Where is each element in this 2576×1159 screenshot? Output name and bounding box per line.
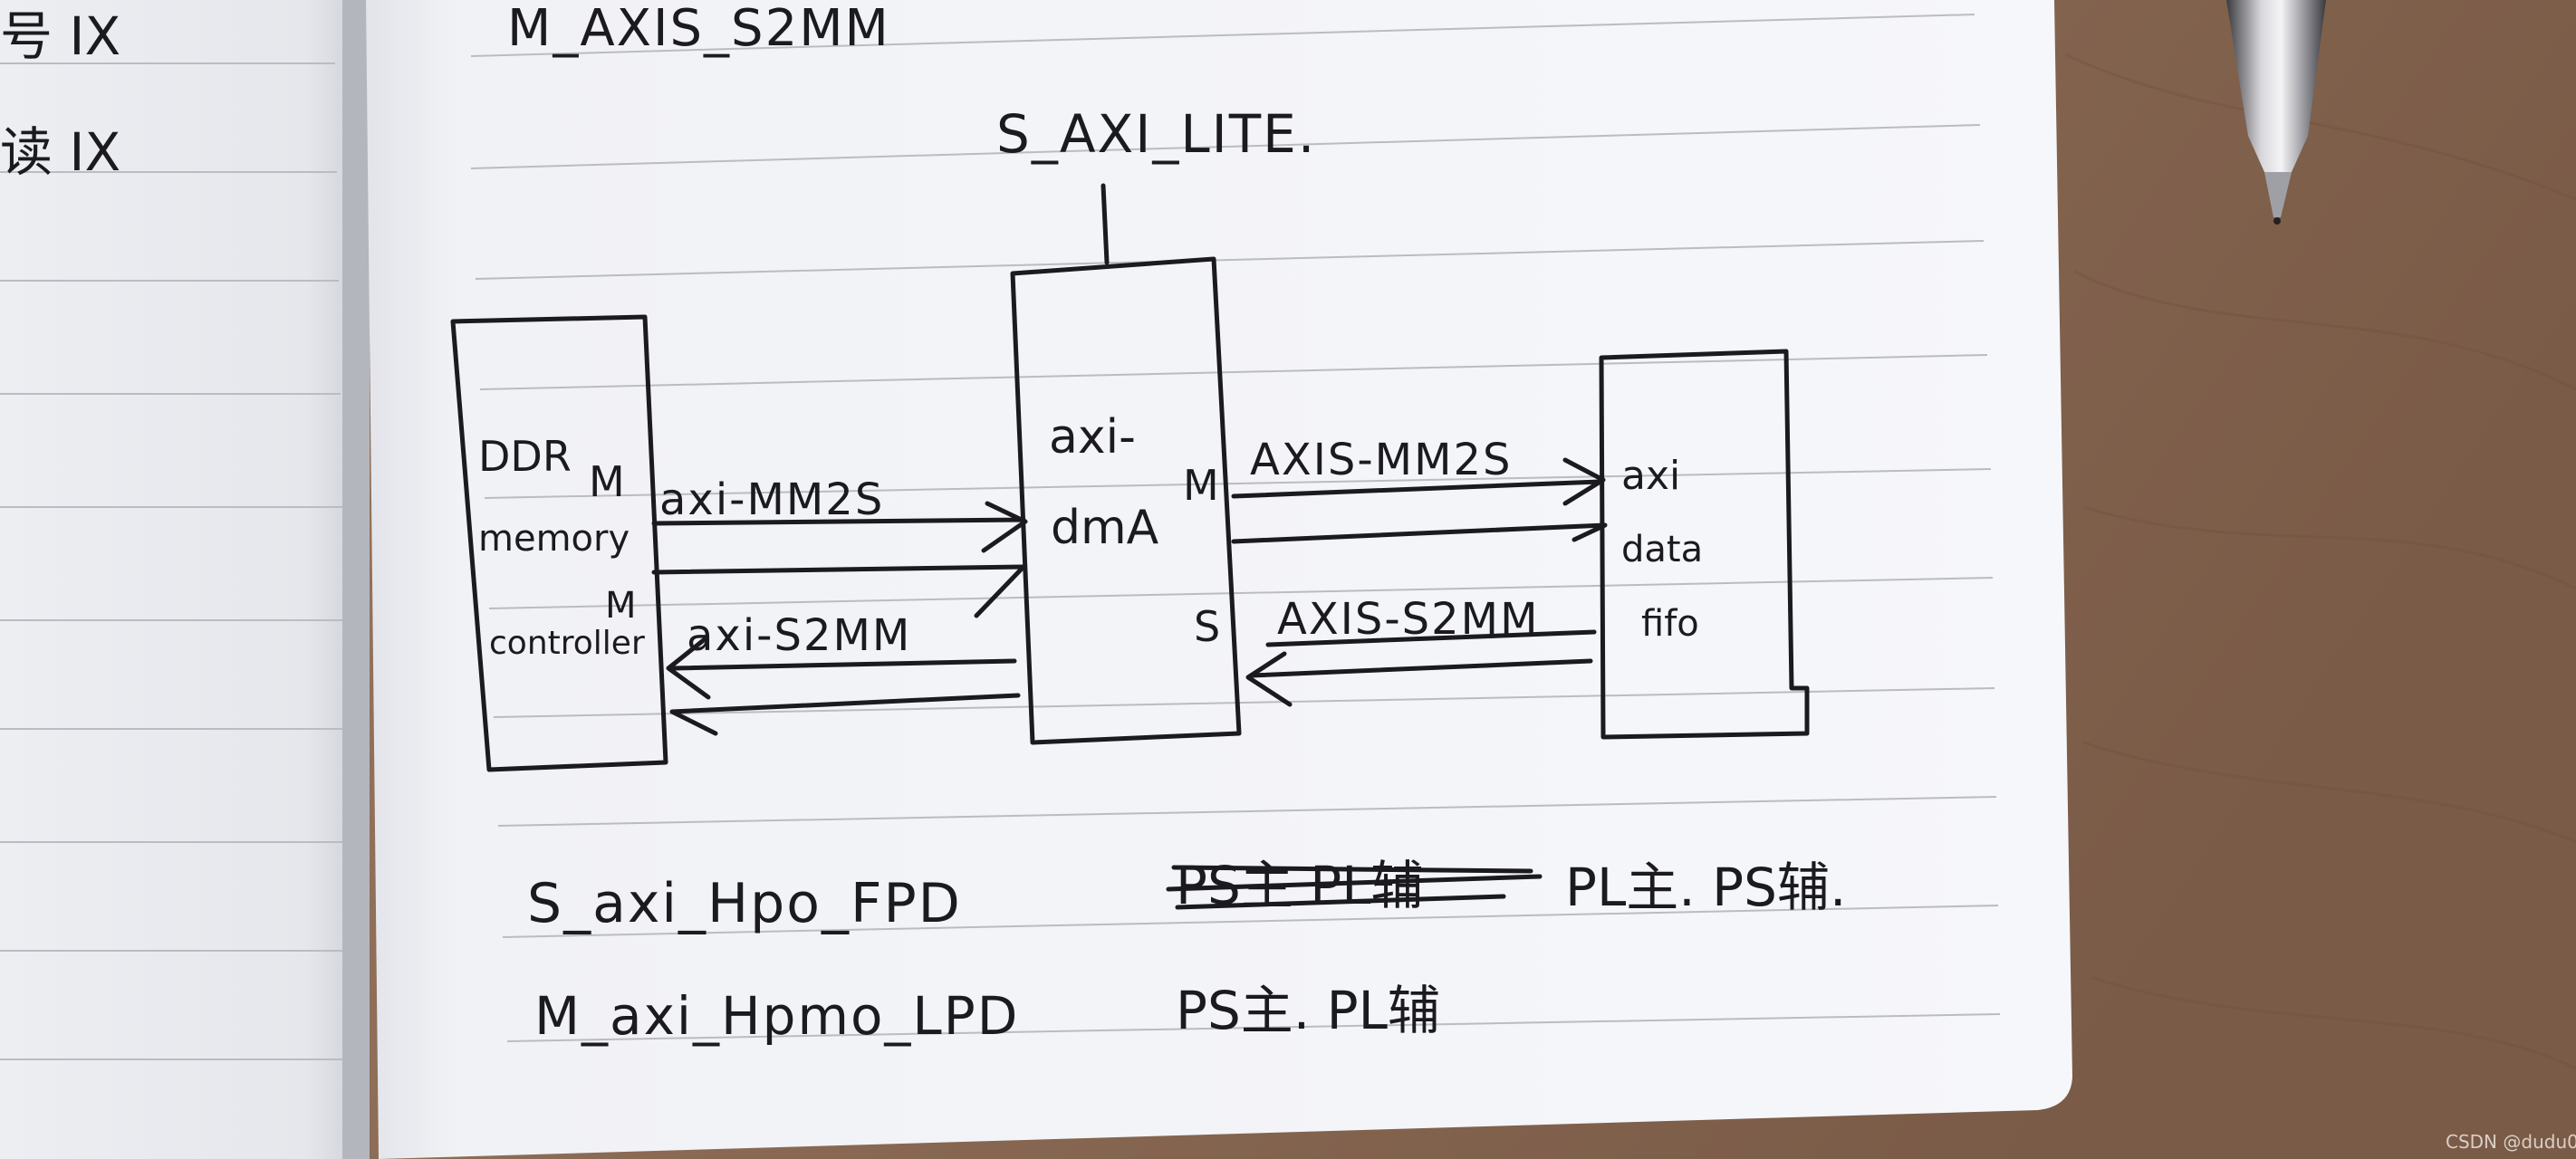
right-links: M AXIS-MM2S S AXIS-S2MM bbox=[1183, 435, 1608, 707]
s2mm-arrow-top bbox=[666, 637, 1017, 700]
right-s2mm-arrow-bottom bbox=[1245, 651, 1593, 707]
mm2s-arrow-top bbox=[651, 501, 1028, 553]
fifo-line-2: data bbox=[1621, 529, 1703, 570]
left-links: axi-MM2S axi-S2MM bbox=[651, 474, 1028, 736]
right-page-rules bbox=[470, 14, 2001, 1042]
pen bbox=[2226, 0, 2326, 225]
axi-data-fifo-block: axi data fifo bbox=[1599, 349, 1810, 740]
top-line-label: M_AXIS_S2MM bbox=[507, 0, 890, 58]
fifo-line-1: axi bbox=[1621, 453, 1680, 499]
dma-line-1: axi- bbox=[1049, 410, 1136, 465]
mm2s-arrow-bottom bbox=[651, 564, 1026, 618]
left-page-rules bbox=[0, 62, 351, 1060]
right-s2mm-prefix: S bbox=[1194, 602, 1220, 651]
note-line1-left: S_axi_Hpo_FPD bbox=[527, 872, 962, 935]
s-axi-lite-label: S_AXI_LITE. bbox=[996, 103, 1316, 165]
left-s2mm-label: axi-S2MM bbox=[687, 610, 911, 661]
axi-dma-block: axi- dmA bbox=[1010, 256, 1242, 745]
ddr-line-2: memory bbox=[478, 518, 630, 560]
ddr-master-mark-bottom: M bbox=[605, 585, 637, 627]
right-mm2s-label: AXIS-MM2S bbox=[1250, 435, 1513, 485]
note-line1-struck: PS主 PL辅 bbox=[1166, 855, 1543, 916]
dma-line-2: dmA bbox=[1051, 501, 1159, 555]
left-fragment-1: 号 IX bbox=[0, 5, 120, 67]
right-mm2s-prefix: M bbox=[1183, 461, 1219, 510]
note-line1-right: PL主. PS辅. bbox=[1565, 857, 1846, 918]
ddr-master-mark-top: M bbox=[589, 457, 625, 506]
right-s2mm-arrow-top bbox=[1265, 629, 1597, 647]
watermark: CSDN @dudu0_0 bbox=[2446, 1131, 2576, 1153]
right-page bbox=[319, 0, 2072, 1159]
left-mm2s-label: axi-MM2S bbox=[659, 474, 884, 525]
ddr-line-3: controller bbox=[489, 625, 645, 662]
right-mm2s-arrow-top bbox=[1231, 457, 1606, 506]
right-mm2s-arrow-bottom bbox=[1231, 522, 1608, 544]
wood-grain bbox=[2064, 53, 2576, 1070]
note-line2-left: M_axi_Hpmo_LPD bbox=[534, 985, 1019, 1047]
note-line2-right: PS主. PL辅 bbox=[1176, 980, 1440, 1041]
ddr-memory-controller-block: DDR memory controller M M bbox=[450, 314, 668, 772]
left-page bbox=[0, 0, 360, 1159]
s2mm-arrow-bottom bbox=[669, 693, 1021, 736]
left-fragment-2: 读 IX bbox=[0, 121, 120, 183]
fifo-line-3: fifo bbox=[1641, 603, 1699, 645]
spine-shadow bbox=[342, 0, 370, 1159]
ddr-line-1: DDR bbox=[478, 432, 572, 481]
